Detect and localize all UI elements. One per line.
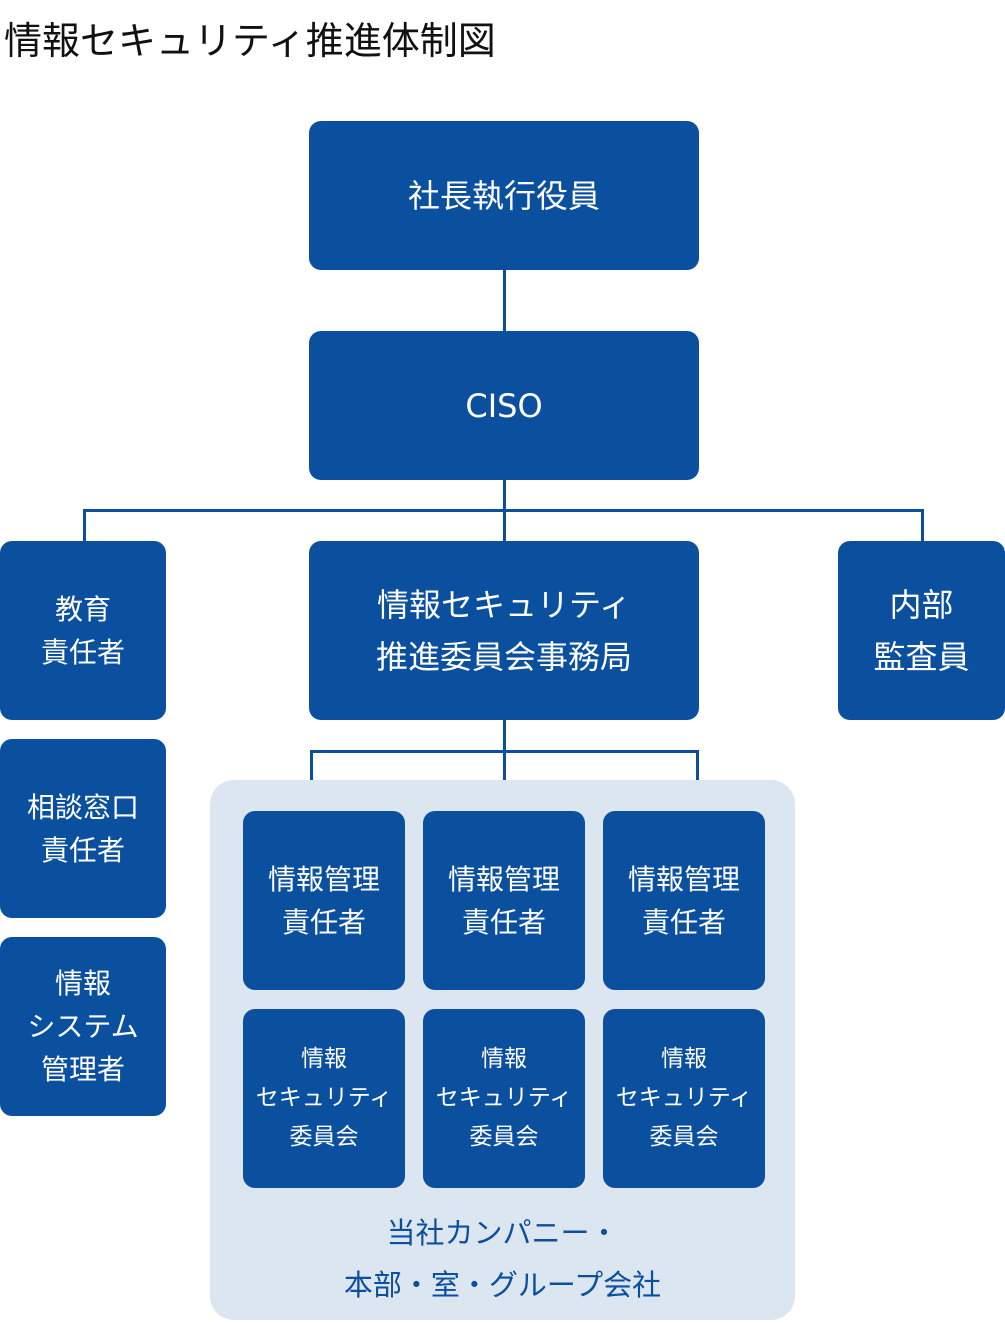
page-title: 情報セキュリティ推進体制図 (4, 19, 496, 63)
connector-to-audit (921, 509, 924, 541)
info-manager-label: 情報管理 責任者 (447, 862, 560, 939)
info-manager-box: 情報管理 責任者 (243, 811, 405, 990)
connector-secretariat-down (503, 719, 506, 811)
group-label: 当社カンパニー・ 本部・室・グループ会社 (343, 1216, 662, 1302)
consultation-box: 相談窓口 責任者 (0, 739, 166, 918)
security-committee-box: 情報 セキュリティ 委員会 (423, 1009, 585, 1188)
connector-lower-horizontal (310, 750, 699, 753)
education-label: 教育 責任者 (40, 592, 125, 669)
secretariat-box: 情報セキュリティ 推進委員会事務局 (309, 541, 699, 720)
connector-to-education (83, 509, 86, 541)
security-committee-box: 情報 セキュリティ 委員会 (243, 1009, 405, 1188)
info-manager-box: 情報管理 責任者 (603, 811, 765, 990)
info-manager-label: 情報管理 責任者 (267, 862, 380, 939)
security-committee-box: 情報 セキュリティ 委員会 (603, 1009, 765, 1188)
secretariat-label: 情報セキュリティ 推進委員会事務局 (375, 585, 632, 676)
connector-top-horizontal (83, 509, 924, 512)
connector-exec-ciso (503, 269, 506, 331)
info-manager-box: 情報管理 責任者 (423, 811, 585, 990)
ciso-box: CISO (309, 331, 699, 480)
internal-audit-box: 内部 監査員 (838, 541, 1005, 720)
consultation-label: 相談窓口 責任者 (26, 790, 139, 867)
ciso-label: CISO (465, 386, 543, 425)
info-system-box: 情報 システム 管理者 (0, 937, 166, 1116)
internal-audit-label: 内部 監査員 (873, 585, 970, 676)
info-manager-label: 情報管理 責任者 (627, 862, 740, 939)
security-committee-label: 情報 セキュリティ 委員会 (435, 1046, 573, 1150)
security-committee-label: 情報 セキュリティ 委員会 (615, 1046, 753, 1150)
education-box: 教育 責任者 (0, 541, 166, 720)
executive-box: 社長執行役員 (309, 121, 699, 270)
info-system-label: 情報 システム 管理者 (27, 967, 139, 1086)
security-committee-label: 情報 セキュリティ 委員会 (255, 1046, 393, 1150)
executive-label: 社長執行役員 (407, 176, 600, 215)
